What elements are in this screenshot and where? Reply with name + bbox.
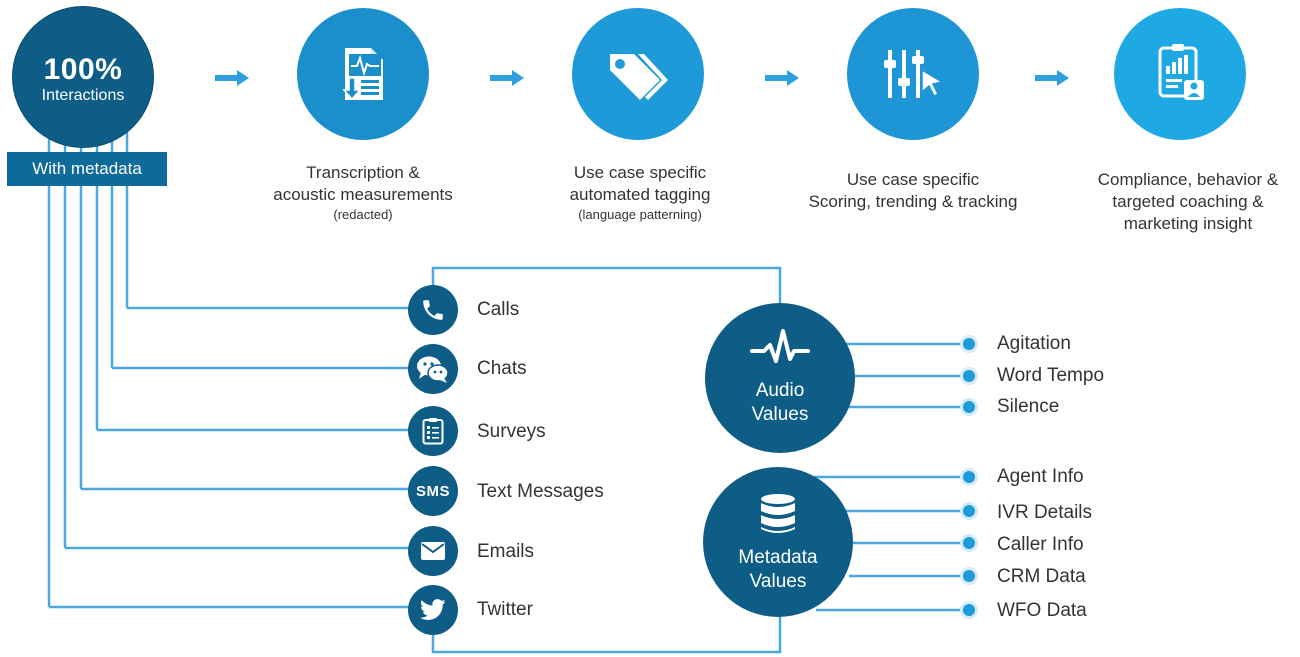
channel-label: Twitter: [477, 599, 533, 620]
metadata-output-label: IVR Details: [997, 502, 1093, 523]
transcription-step-circle: [297, 8, 429, 140]
chat-bubbles-icon: [417, 356, 449, 383]
tags-icon: [610, 54, 668, 100]
clipboard-checklist-icon: [422, 418, 444, 445]
step-label-line: Transcription &: [306, 163, 420, 182]
step-label-line: automated tagging: [569, 185, 711, 204]
connector-line: [431, 610, 782, 654]
step-label-tagging: Use case specific automated tagging (lan…: [520, 162, 760, 223]
step-label-line: acoustic measurements: [273, 185, 453, 204]
step-label-line: Use case specific: [573, 163, 707, 182]
sms-icon: SMS: [415, 482, 450, 500]
twitter-bird-icon: [420, 599, 446, 620]
metadata-output-label: Caller Info: [997, 534, 1084, 555]
channel-label: Emails: [477, 541, 535, 562]
arrow-right-icon: [490, 70, 524, 86]
output-dot: [963, 370, 975, 382]
output-dot: [963, 604, 975, 616]
channel-chats-icon-wrap: [408, 344, 458, 394]
output-dot: [963, 338, 975, 350]
output-dot: [963, 570, 975, 582]
envelope-icon: [421, 542, 445, 560]
step-label-note: (language patterning): [578, 207, 702, 222]
metadata-output-label: WFO Data: [997, 600, 1087, 621]
channel-label: Surveys: [477, 421, 546, 442]
metadata-output-label: CRM Data: [997, 566, 1086, 587]
step-label-insight: Compliance, behavior & targeted coaching…: [1076, 169, 1300, 235]
connector-line: [431, 266, 782, 310]
metadata-values-circle: Metadata Values: [703, 467, 853, 617]
scoring-step-circle: [847, 8, 979, 140]
output-dot: [963, 401, 975, 413]
waveform-icon: [750, 329, 810, 363]
output-dot: [963, 471, 975, 483]
step-label-line: Compliance, behavior &: [1097, 170, 1279, 189]
audio-output-label: Agitation: [997, 333, 1071, 354]
database-icon: [761, 494, 795, 533]
interactions-circle: 100% Interactions: [13, 7, 153, 147]
output-dot: [963, 537, 975, 549]
phone-icon: [423, 300, 443, 320]
channel-label: Text Messages: [477, 481, 604, 502]
audio-output-label: Silence: [997, 396, 1060, 417]
interactions-percent: 100%: [43, 53, 123, 86]
sliders-cursor-icon: [884, 50, 944, 98]
arrow-right-icon: [1035, 70, 1069, 86]
audio-values-label-2: Values: [751, 404, 809, 425]
channel-surveys-icon-wrap: [408, 406, 458, 456]
step-label-line: marketing insight: [1123, 214, 1253, 233]
channel-label: Calls: [477, 299, 520, 320]
output-dot: [963, 505, 975, 517]
step-label-line: targeted coaching &: [1112, 192, 1264, 211]
metadata-values-label-1: Metadata: [738, 547, 818, 568]
channel-emails-icon-wrap: [408, 526, 458, 576]
transcription-document-icon: [342, 48, 383, 101]
arrow-right-icon: [765, 70, 799, 86]
step-label-line: Use case specific: [846, 170, 980, 189]
metadata-output-label: Agent Info: [997, 466, 1084, 487]
metadata-values-label-2: Values: [749, 571, 807, 592]
step-label-note: (redacted): [333, 207, 393, 222]
report-user-icon: [1158, 44, 1204, 100]
channel-label: Chats: [477, 358, 527, 379]
channel-calls-icon-wrap: [408, 285, 458, 335]
channel-twitter-icon-wrap: [408, 585, 458, 635]
step-label-scoring: Use case specific Scoring, trending & tr…: [778, 169, 1048, 213]
step-label-line: Scoring, trending & tracking: [808, 192, 1018, 211]
audio-values-label-1: Audio: [755, 380, 805, 401]
step-label-transcription: Transcription & acoustic measurements (r…: [243, 162, 483, 223]
insight-step-circle: [1114, 8, 1246, 140]
interactions-label: Interactions: [41, 87, 125, 104]
audio-output-label: Word Tempo: [997, 365, 1105, 386]
channel-sms-icon-wrap: SMS: [408, 466, 458, 516]
tagging-step-circle: [572, 8, 704, 140]
arrow-right-icon: [215, 70, 249, 86]
audio-values-circle: Audio Values: [705, 303, 855, 453]
with-metadata-banner: With metadata: [7, 152, 167, 186]
